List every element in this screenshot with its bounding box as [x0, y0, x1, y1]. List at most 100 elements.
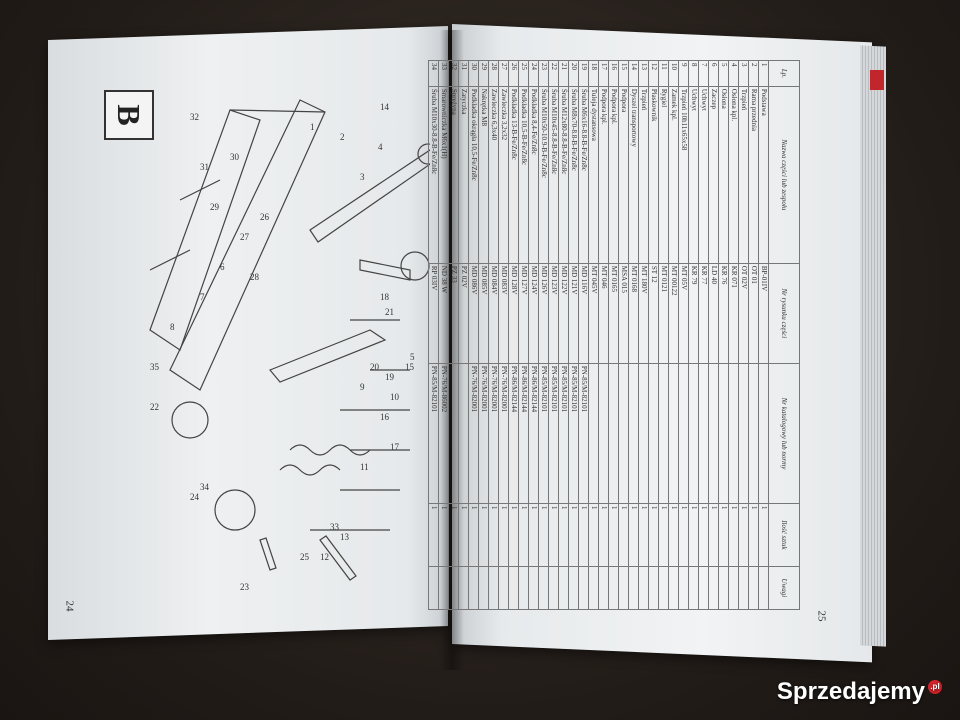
table-cell: PZ 33	[448, 263, 459, 364]
table-cell	[618, 363, 629, 504]
callout-number: 5	[410, 352, 415, 362]
table-cell: 16	[608, 60, 619, 87]
table-cell	[728, 566, 739, 610]
callout-number: 20	[370, 362, 380, 372]
wheel	[214, 489, 256, 531]
table-header-cell: Lp.	[768, 60, 800, 87]
table-cell: Podstawa	[758, 86, 769, 264]
table-cell: 1	[628, 503, 639, 567]
table-cell: PZ 02V	[458, 263, 469, 364]
table-cell	[448, 363, 459, 504]
table-cell: RP 03IV	[428, 263, 439, 364]
table-cell: 17	[598, 60, 609, 87]
table-cell: Podpora kpl.	[608, 86, 619, 264]
table-cell: 19	[578, 60, 589, 87]
table-cell	[638, 566, 649, 610]
table-cell: 1	[478, 503, 489, 567]
table-cell: Sprężyna	[448, 86, 459, 264]
table-cell: 1	[438, 503, 449, 567]
watermark-badge: .pl	[928, 680, 942, 694]
table-cell: Tuleja dystansowa	[588, 86, 599, 264]
table-cell: Dyszel transportowy	[628, 86, 639, 264]
table-cell: 21	[558, 60, 569, 87]
table-cell: OT 01	[748, 263, 759, 364]
table-cell: PN-85/M-82101	[578, 363, 589, 504]
table-cell: 1	[698, 503, 709, 567]
table-cell: 1	[458, 503, 469, 567]
table-cell: OT 02V	[738, 263, 749, 364]
table-cell: Zaczep	[708, 86, 719, 264]
bolt	[259, 537, 277, 571]
table-cell	[588, 566, 599, 610]
table-cell	[668, 363, 679, 504]
table-cell	[538, 566, 549, 610]
callout-number: 14	[380, 102, 390, 112]
table-cell: MD 123V	[548, 263, 559, 364]
leader-line	[149, 249, 191, 271]
table-cell: 1	[508, 503, 519, 567]
table-cell: PN-86/M-82144	[508, 363, 519, 504]
table-cell: Podpora kpl.	[598, 86, 609, 264]
table-cell: 1	[748, 503, 759, 567]
page-edges	[860, 45, 886, 647]
callout-number: 31	[200, 162, 209, 172]
table-cell	[728, 363, 739, 504]
table-cell: PN-76/M-86002	[438, 363, 449, 504]
table-cell: KR 071	[728, 263, 739, 364]
table-cell: Nakrętka M8	[478, 86, 489, 264]
callout-number: 23	[240, 582, 250, 590]
table-cell: Zawleczka 3,2x32	[498, 86, 509, 264]
table-cell	[708, 566, 719, 610]
frame-crossbar	[229, 109, 326, 113]
table-cell: PN-86/M-82144	[518, 363, 529, 504]
callout-number: 8	[170, 322, 175, 332]
table-cell: 1	[468, 503, 479, 567]
table-cell	[498, 566, 509, 610]
table-cell	[608, 566, 619, 610]
table-cell: MT 045V	[588, 263, 599, 364]
table-cell: 1	[598, 503, 609, 567]
table-cell: BP-01IV	[758, 263, 769, 364]
frame-rail	[169, 99, 326, 391]
table-cell: 1	[648, 503, 659, 567]
table-cell: 1	[608, 503, 619, 567]
table-cell	[488, 566, 499, 610]
table-cell	[638, 363, 649, 504]
table-cell: 6	[708, 60, 719, 87]
table-cell: MT 05V	[678, 263, 689, 364]
table-cell: MT 0165	[608, 263, 619, 364]
table-cell: MT 0121	[658, 263, 669, 364]
tow-ring	[417, 143, 430, 165]
table-cell: Podkładka 8,4-Fe/Zn8c	[528, 86, 539, 264]
jack-foot	[400, 251, 430, 281]
table-cell: Podkładka okrągła 10,5-Fe/Zn8c	[468, 86, 479, 264]
table-cell: MD 128V	[508, 263, 519, 364]
table-cell: Zawleczka 6,3x40	[488, 86, 499, 264]
callout-number: 11	[360, 462, 369, 472]
callout-number: 18	[380, 292, 390, 302]
callout-number: 15	[405, 362, 415, 372]
table-header-cell: Ilość sztuk	[768, 503, 800, 567]
table-cell: 15	[618, 60, 629, 87]
table-cell: 1	[668, 503, 679, 567]
table-cell	[698, 363, 709, 504]
table-cell	[758, 363, 769, 504]
table-cell: Śruba M6x16-8.8-B-Fe/Zn8c	[578, 86, 589, 264]
table-cell	[658, 566, 669, 610]
table-cell: 1	[568, 503, 579, 567]
table-cell: 24	[528, 60, 539, 87]
callout-number: 29	[210, 202, 220, 212]
support-arm	[269, 329, 387, 383]
